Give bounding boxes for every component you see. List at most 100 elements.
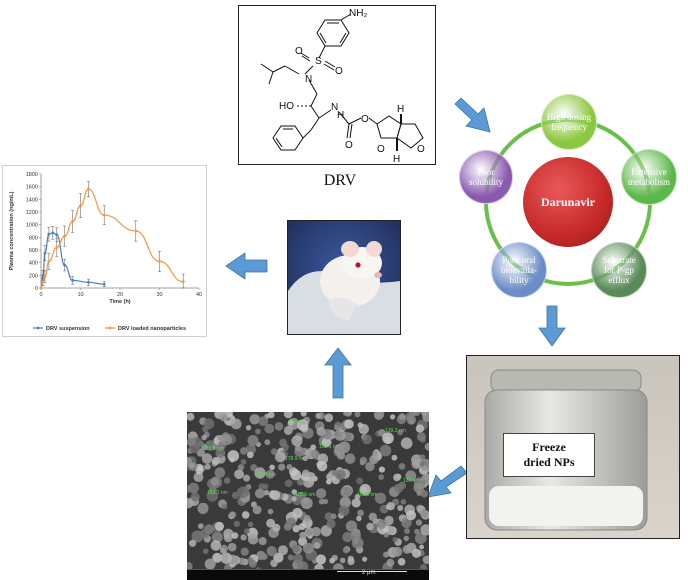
sem-particle [419,509,428,518]
sem-particle [258,537,267,546]
arrow-rat-to-chart [225,252,268,280]
sem-particle [386,558,395,567]
sem-particle [397,558,406,566]
sem-measurement-label: 135.4 nm [255,472,276,478]
atom-n: N [305,74,312,85]
sem-particle [198,523,204,529]
sem-particle [236,486,249,499]
data-point-series-2 [39,286,43,290]
arrow-sem-to-rat [324,347,352,399]
atom-o-ring-2: O [417,144,425,155]
sem-particle [334,469,346,480]
jar-lid [490,369,642,393]
sem-particle [318,498,325,505]
sem-particle [298,537,308,546]
sem-particle [415,424,425,433]
legend-marker-1 [36,326,40,330]
sem-particle [246,451,254,459]
sem-particle [264,423,275,434]
sem-particle [413,482,425,494]
sem-particle [302,469,310,478]
sem-particle [201,453,213,464]
sem-particle [291,489,298,495]
sem-particle [326,519,336,529]
sem-particle [202,548,209,554]
cycle-node-poor-solubility: Poor solubility [459,150,513,204]
sem-measurement-label: 128.8 nm [203,446,224,452]
sem-particle [193,472,204,482]
y-tick-label: 0 [35,286,38,292]
sem-particle [245,425,252,431]
y-tick-label: 400 [29,261,38,267]
series-line-2 [40,188,184,289]
sem-particle [274,451,286,463]
sem-particle [284,428,292,435]
sem-particle [291,435,303,447]
sem-particle [345,520,358,532]
sem-particle [406,415,417,425]
sem-particle [247,533,259,545]
sem-particle [392,546,403,557]
y-tick-label: 800 [29,235,38,241]
jar-label: Freeze dried NPs [503,433,595,477]
sem-particle [405,510,417,521]
drv-caption: DRV [323,172,357,189]
sem-particle [231,532,239,539]
rat-illustration [288,221,400,334]
atom-o-ring-1: O [377,144,385,155]
sem-particle [405,470,417,482]
atom-o-1: O [335,66,343,77]
sem-particle [394,483,404,493]
sem-particle [395,473,402,480]
sem-particle [240,447,248,455]
sem-particle [350,530,361,542]
atom-nh2: NH₂ [349,8,367,19]
data-point-series-1 [87,280,90,284]
sem-particle [362,556,368,562]
sem-particle [414,528,420,535]
data-point-series-1 [47,232,51,236]
x-tick-label: 20 [117,292,123,298]
sem-particle [315,412,322,419]
sem-particle [411,459,422,470]
atom-o-ester: O [361,114,369,125]
sem-scale-label: 2 μm [362,570,376,576]
sem-particle [419,454,426,460]
sem-particle [211,443,218,450]
sem-particle [356,515,362,522]
bistetrahydrofuran-ring-b [396,123,424,149]
sem-particle [300,497,313,510]
sem-particle [292,507,303,519]
sem-particle [243,528,250,535]
sem-particle [362,434,373,445]
sem-particle [249,414,260,425]
darunavir-cycle: Darunavir High dosing frequency Extensiv… [455,88,681,314]
sem-particle [339,557,346,564]
sem-particle [266,518,276,528]
data-point-series-1 [102,282,106,286]
y-tick-label: 1200 [26,210,38,216]
sem-particle [211,531,223,543]
legend-label-1: DRV suspension [46,326,90,332]
sem-particle [415,532,427,544]
sem-particle [240,534,247,541]
sem-particle [262,483,269,490]
data-point-series-1 [63,263,67,267]
data-point-series-2 [41,280,45,284]
sem-particle [383,551,389,558]
sem-particle [302,542,314,554]
sem-particle [420,524,432,536]
data-point-series-1 [55,233,59,237]
sem-particle [270,448,278,455]
sem-particle [263,489,270,496]
x-tick-label: 10 [77,292,83,298]
sem-particle [288,419,294,426]
sem-particle [197,502,209,514]
sem-particle [356,477,363,485]
sem-particle [347,558,355,566]
atom-h-bottom: H [393,154,400,164]
sem-particle [234,469,244,480]
sem-particle [245,444,256,455]
